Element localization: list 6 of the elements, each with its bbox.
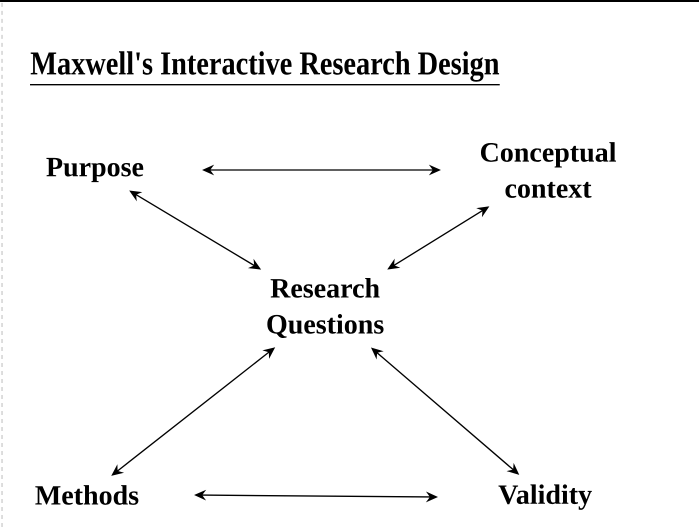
node-label: Validity <box>498 484 592 510</box>
title: Maxwell's Interactive Research Design <box>30 51 500 86</box>
node-label: Purpose <box>46 158 144 182</box>
node-label: Conceptual context <box>480 142 616 198</box>
node-label: Methods <box>35 485 138 505</box>
node-label: Research Questions <box>267 278 384 338</box>
